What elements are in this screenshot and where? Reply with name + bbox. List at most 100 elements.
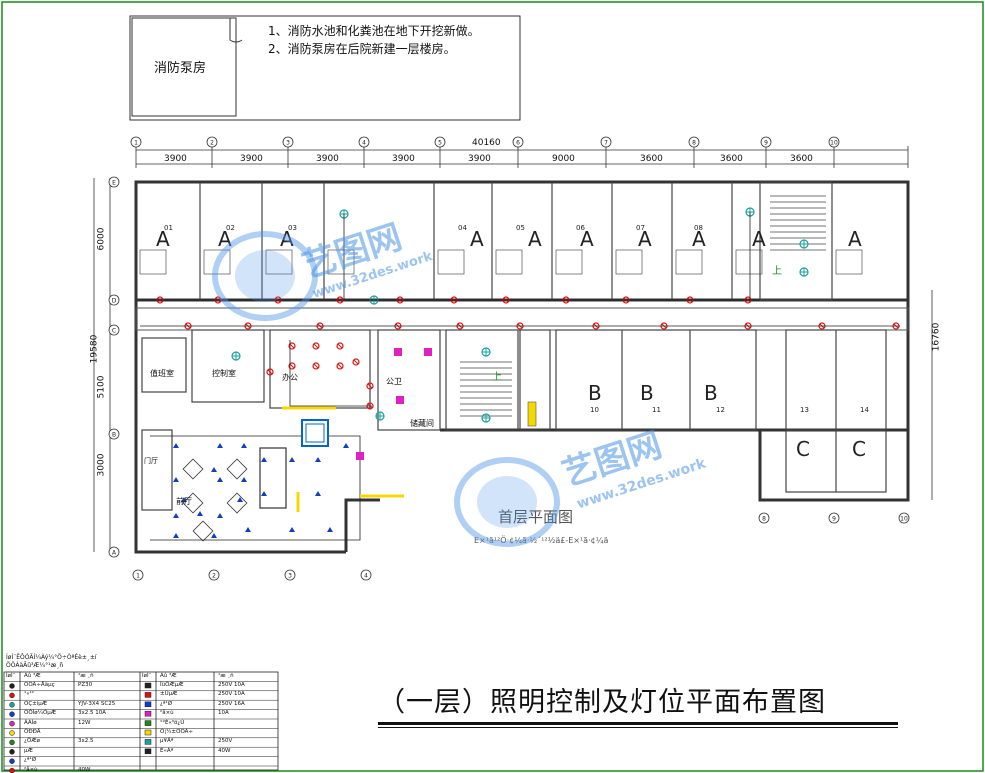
room-type-letter: A [280,227,294,251]
switch-symbol [217,443,223,448]
room-number: 03 [288,224,297,232]
span-dimension: 3900 [240,154,263,164]
axis-label: 5 [438,140,442,147]
room-type-letter: A [692,227,706,251]
axis-label: A [112,550,117,557]
room-number: 12 [716,406,725,414]
legend-item-spec: 40W [218,747,231,754]
light-cross [337,363,343,369]
light-fixture [312,362,320,370]
legend-item-spec: 12W [78,719,91,726]
axis-bubble [828,136,840,148]
bathroom-fixture [437,249,465,275]
legend-column-header: ¹æ ¸ñ [78,673,94,679]
room-number: 11 [652,406,661,414]
left-span-3: 3000 [96,453,107,477]
legend-symbol [9,767,15,773]
axis-label: C [112,328,116,335]
legend-item-name: Ë«Áª [160,747,174,754]
legend-item-spec: 3x2.5 [78,738,94,745]
room-number: 10 [590,406,599,414]
span-dimension: 3600 [720,154,743,164]
axis-label: 7 [604,140,608,147]
main-title: （一层）照明控制及灯位平面布置图 [378,687,826,718]
dining-table [226,492,248,514]
room-type-letter: B [588,381,602,405]
bathroom-fixture [675,249,703,275]
light-cross [289,363,295,369]
legend-item-name: µ¥Áª [160,738,174,745]
span-dimension: 3900 [164,154,187,164]
room-type-letter: A [752,227,766,251]
left-span-2: 5100 [96,375,107,399]
room-type-letter: A [470,227,484,251]
axis-bubble [108,428,120,440]
axis-bubble [284,569,296,581]
legend-symbol [9,683,15,689]
legend-symbol [144,748,152,755]
span-dimension: 3600 [640,154,663,164]
light-fixture [288,362,296,370]
span-dimension: 3900 [392,154,415,164]
axis-bubble [600,136,612,148]
room-type-letter: B [640,381,654,405]
bathroom-fixture [835,249,863,275]
switch-symbol [211,467,217,472]
bathroom-fixture [139,249,167,275]
axis-label: 10 [900,516,908,523]
legend-symbol [9,758,15,764]
axis-label: 10 [830,140,838,147]
light-fixture [336,342,344,350]
legend-item-spec: 250V 10A [218,682,245,688]
note-2: 2、消防泵房在后院新建一层楼房。 [268,42,456,56]
bathroom-fixture [265,249,293,275]
switch-symbol [261,491,267,496]
service-counter [259,447,287,509]
axis-bubble [108,546,120,558]
dining-table [182,492,204,514]
switch-symbol [289,457,295,462]
legend-item-name: °²È«³ö¿Ú [160,719,185,726]
axis-bubble [206,136,218,148]
legend-item-name: ¿ª¹Ø [160,700,173,707]
axis-bubble [208,569,220,581]
legend-symbol [9,749,15,755]
watermark-globe-icon-1 [212,231,318,321]
bathroom-fixture [555,249,583,275]
legend-symbol [144,682,152,689]
legend-symbol [144,729,152,736]
legend-symbol [9,711,15,717]
room-label-entry: 门厅 [144,457,158,465]
span-dimension: 3600 [790,154,813,164]
stair-up-label: 上 [492,372,502,383]
room-number: 14 [860,406,869,414]
light-cross [289,343,295,349]
axis-label: 1 [136,573,140,580]
legend-symbol [9,720,15,727]
legend-item-name: ÕÕÃ÷Åäµç [24,682,55,688]
light-cross [367,383,373,389]
left-span-1: 6000 [96,227,107,251]
legend-header-2: ÖÖÀàÃû³Æ¼°¹æ¸ñ [6,662,64,669]
legend-column-header: Ãû ³Æ [24,673,41,679]
switch-symbol [173,513,179,518]
switch-symbol [327,527,333,532]
axis-label: 1 [134,140,138,147]
axis-label: B [112,432,116,439]
switch-symbol [241,477,247,482]
room-type-letter: A [580,227,594,251]
room-type-letter: C [852,437,866,461]
switch-symbol [173,533,179,538]
axis-bubble [688,136,700,148]
room-label-storage: 储藏间 [410,419,434,428]
plan-caption-scale: E×¹ã¹²Ö·¢¼ã·½´¹²½ä£-E×¹ã·¢¼ä [474,536,609,545]
light-fixture [312,342,320,350]
legend-item-spec: 40W [78,766,91,773]
axis-bubble [132,569,144,581]
span-dimension: 3900 [468,154,491,164]
light-fixture [366,382,374,390]
axis-bubble [108,324,120,336]
room-number: 08 [694,224,703,232]
room-label-lobby: 前厅 [176,497,192,506]
